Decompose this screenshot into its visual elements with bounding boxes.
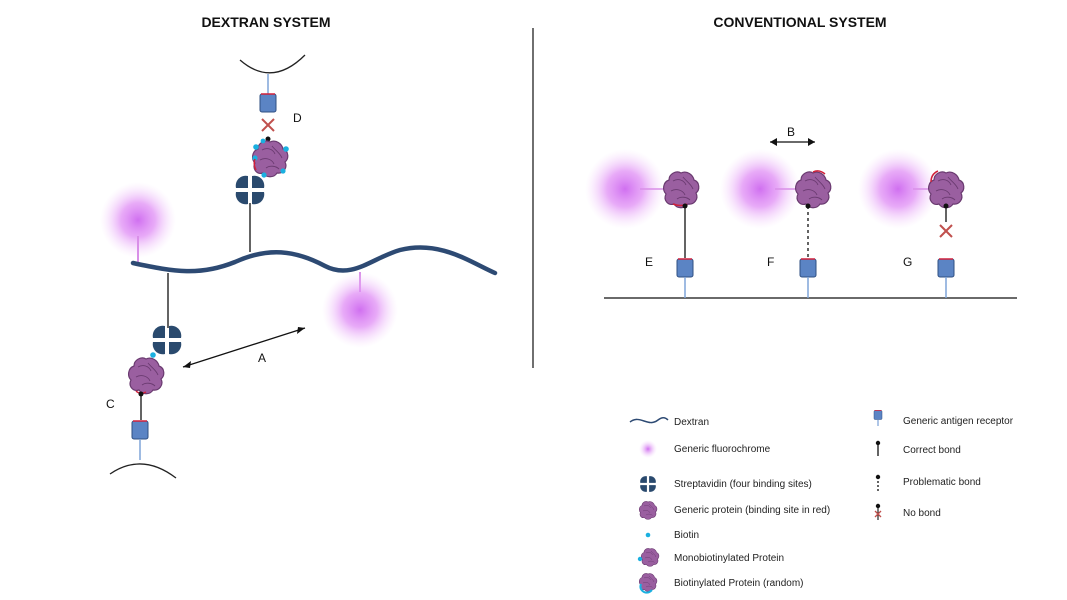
fluorochrome-icon bbox=[585, 149, 665, 229]
monobiotinylated-protein-icon bbox=[640, 548, 660, 567]
biotin-dot bbox=[150, 352, 156, 358]
antigen-receptor-icon bbox=[799, 258, 817, 278]
legend-label-biotin: Biotin bbox=[674, 530, 699, 541]
legend-label-dextran: Dextran bbox=[674, 417, 709, 428]
bond-dot bbox=[265, 136, 271, 142]
fluorochrome-icon bbox=[858, 149, 938, 229]
no-bond-icon bbox=[261, 118, 275, 132]
protein-icon bbox=[662, 171, 700, 209]
label-a: A bbox=[258, 351, 266, 365]
biotin-dot bbox=[260, 138, 266, 144]
legend-label-correct-bond: Correct bond bbox=[903, 445, 961, 456]
protein-icon bbox=[794, 171, 832, 209]
label-g: G bbox=[903, 255, 912, 269]
dextran-backbone bbox=[130, 245, 498, 276]
problematic-bond-icon bbox=[875, 474, 881, 491]
label-d: D bbox=[293, 111, 302, 125]
biotin-dot bbox=[280, 168, 286, 174]
label-b: B bbox=[787, 125, 795, 139]
protein-icon bbox=[927, 171, 965, 209]
monobiotinylated-protein bbox=[128, 357, 165, 395]
biotin-dot bbox=[283, 146, 289, 152]
legend-label-streptavidin: Streptavidin (four binding sites) bbox=[674, 479, 812, 490]
conventional-system-title: CONVENTIONAL SYSTEM bbox=[713, 14, 886, 30]
biotin-dot bbox=[261, 172, 267, 178]
no-bond-icon bbox=[939, 224, 953, 238]
correct-bond-icon bbox=[875, 440, 881, 456]
biotin-dot bbox=[253, 144, 259, 150]
label-e: E bbox=[645, 255, 653, 269]
legend-label-no-bond: No bond bbox=[903, 508, 941, 519]
biotin-icon bbox=[645, 532, 651, 538]
legend-label-problematic-bond: Problematic bond bbox=[903, 477, 981, 488]
no-bond-icon bbox=[874, 503, 882, 520]
fluorochrome-icon bbox=[639, 440, 657, 458]
dextran-system-title: DEXTRAN SYSTEM bbox=[201, 14, 330, 30]
dextran-system-panel: D C A bbox=[100, 54, 498, 479]
legend-label-monobiotinylated: Monobiotinylated Protein bbox=[674, 553, 784, 564]
label-f: F bbox=[767, 255, 774, 269]
streptavidin-icon bbox=[152, 325, 182, 355]
conventional-system-panel: B E F G bbox=[585, 125, 1017, 299]
biotin-dot bbox=[252, 155, 258, 161]
fluorochrome-icon bbox=[322, 272, 398, 348]
label-c: C bbox=[106, 397, 115, 411]
antigen-receptor-icon bbox=[676, 258, 694, 278]
legend: Dextran Generic fluorochrome Streptavidi… bbox=[629, 410, 1014, 594]
streptavidin-icon bbox=[235, 175, 265, 205]
antigen-receptor-icon bbox=[259, 93, 277, 113]
legend-label-fluorochrome: Generic fluorochrome bbox=[674, 444, 771, 455]
antigen-receptor-icon bbox=[873, 410, 883, 426]
cell-membrane-bottom bbox=[109, 463, 177, 479]
antigen-receptor-icon bbox=[131, 420, 149, 440]
streptavidin-icon bbox=[640, 476, 656, 492]
protein-icon bbox=[638, 501, 658, 520]
legend-label-antigen-receptor: Generic antigen receptor bbox=[903, 416, 1014, 427]
fluorochrome-icon bbox=[100, 182, 176, 258]
fluorochrome-icon bbox=[720, 149, 800, 229]
distance-arrow-a bbox=[182, 327, 306, 368]
antigen-receptor-icon bbox=[937, 258, 955, 278]
legend-label-protein: Generic protein (binding site in red) bbox=[674, 505, 830, 516]
cell-membrane-top bbox=[239, 54, 306, 74]
dextran-wave-icon bbox=[629, 416, 669, 424]
legend-label-biotinylated-random: Biotinylated Protein (random) bbox=[674, 578, 804, 589]
